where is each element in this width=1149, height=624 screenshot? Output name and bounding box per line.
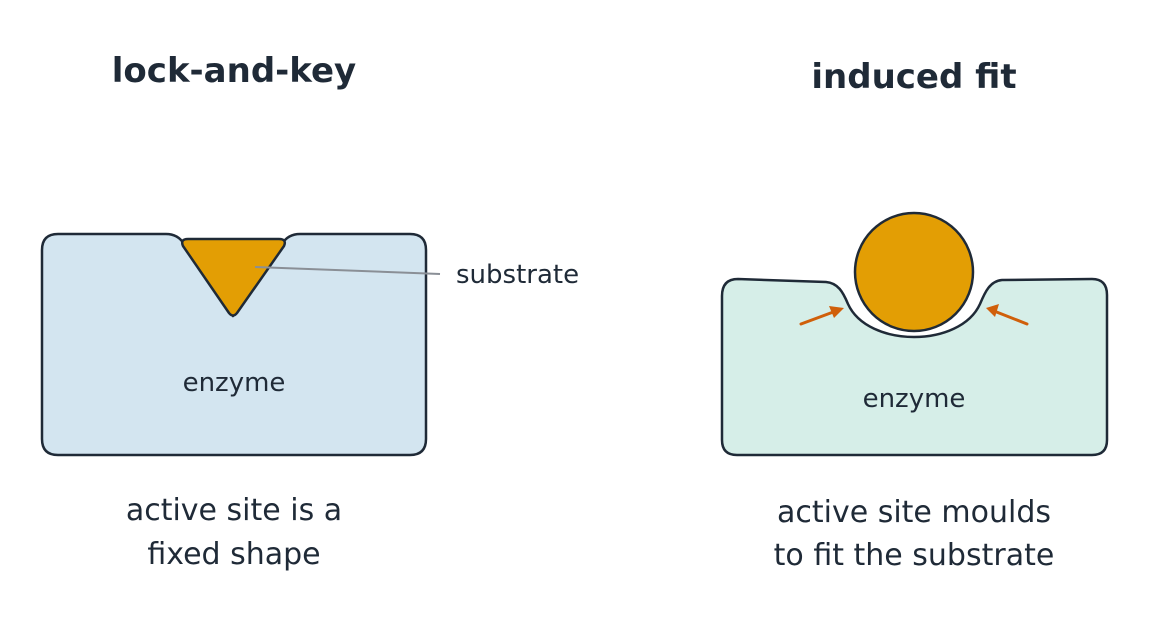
fit-substrate-circle [853, 211, 975, 333]
induced-fit-panel: induced fit enzyme active site moulds to… [720, 57, 1109, 573]
lock-caption-line-1: active site is a [126, 493, 342, 528]
fit-caption-line-2: to fit the substrate [774, 538, 1055, 573]
substrate-label: substrate [456, 260, 579, 290]
left-arrow-icon [799, 306, 844, 326]
lock-and-key-title: lock-and-key [112, 51, 356, 91]
lock-caption-line-2: fixed shape [147, 537, 320, 572]
lock-enzyme-label: enzyme [183, 368, 286, 398]
lock-substrate-triangle [180, 237, 287, 317]
fit-enzyme-label: enzyme [863, 384, 966, 414]
right-arrow-icon [986, 304, 1029, 326]
fit-enzyme-shape [720, 277, 1109, 457]
fit-caption-line-1: active site moulds [777, 495, 1051, 530]
substrate-leader-line [254, 266, 441, 275]
lock-and-key-panel: lock-and-key substrate enzyme active sit… [40, 51, 579, 572]
induced-fit-title: induced fit [811, 57, 1016, 97]
